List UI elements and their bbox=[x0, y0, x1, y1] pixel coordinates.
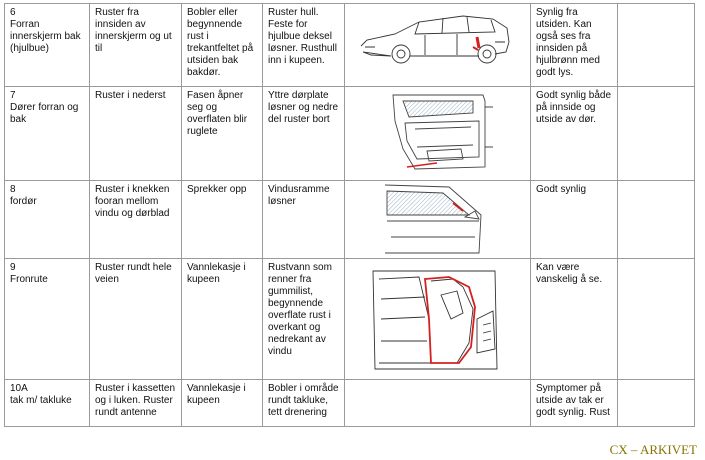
consequence-cell: Rustvann som renner fra gummilist, begyn… bbox=[262, 258, 345, 380]
illustration-cell bbox=[344, 379, 531, 427]
consequence-cell: Bobler i område rundt takluke, tett dren… bbox=[262, 379, 345, 427]
cause-cell: Ruster i knekken fooran mellom vindu og … bbox=[89, 180, 182, 259]
consequence-cell: Vindusramme løsner bbox=[262, 180, 345, 259]
consequence-cell: Ruster hull. Feste for hjulbue deksel lø… bbox=[262, 3, 345, 87]
visibility-cell: Symptomer på utside av tak er godt synli… bbox=[530, 379, 618, 427]
empty-cell bbox=[617, 86, 695, 181]
consequence-cell: Yttre dørplate løsner og nedre del ruste… bbox=[262, 86, 345, 181]
archive-footer: CX – ARKIVET bbox=[609, 442, 697, 457]
illustration-cell bbox=[344, 3, 531, 87]
empty-cell bbox=[617, 3, 695, 87]
cause-cell: Ruster fra innsiden av innerskjerm og ut… bbox=[89, 3, 182, 87]
cause-cell: Ruster i nederst bbox=[89, 86, 182, 181]
empty-cell bbox=[617, 379, 695, 427]
cause-cell: Ruster rundt hele veien bbox=[89, 258, 182, 380]
symptom-cell: Sprekker opp bbox=[181, 180, 263, 259]
symptom-cell: Vannlekasje i kupeen bbox=[181, 379, 263, 427]
illustration-cell bbox=[344, 86, 531, 181]
symptom-cell: Fasen åpner seg og overflaten blir rugle… bbox=[181, 86, 263, 181]
visibility-cell: Kan være vanskelig å se. bbox=[530, 258, 618, 380]
symptom-cell: Bobler eller begynnende rust i trekantfe… bbox=[181, 3, 263, 87]
symptom-cell: Vannlekasje i kupeen bbox=[181, 258, 263, 380]
visibility-cell: Godt synlig bbox=[530, 180, 618, 259]
illustration-cell bbox=[344, 258, 531, 380]
visibility-cell: Godt synlig både på innside og utside av… bbox=[530, 86, 618, 181]
empty-cell bbox=[617, 180, 695, 259]
illustration-cell bbox=[344, 180, 531, 259]
visibility-cell: Synlig fra utsiden. Kan også ses fra inn… bbox=[530, 3, 618, 87]
empty-cell bbox=[617, 258, 695, 380]
cause-cell: Ruster i kassetten og i luken. Ruster ru… bbox=[89, 379, 182, 427]
